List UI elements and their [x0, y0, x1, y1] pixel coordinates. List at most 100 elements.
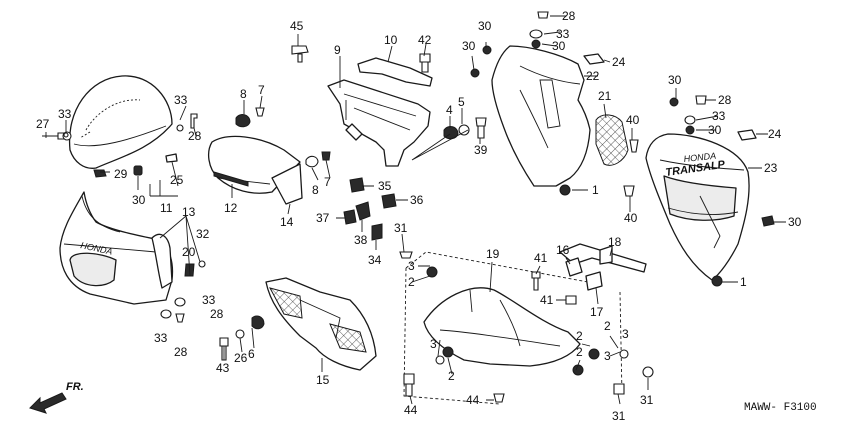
- label-10: 10: [384, 33, 398, 47]
- collar-3-right: [619, 349, 629, 359]
- clip-35: [349, 177, 365, 193]
- label-14: 14: [280, 215, 294, 229]
- label-25: 25: [170, 173, 184, 187]
- label-12: 12: [224, 201, 238, 215]
- label-3-upper: 3: [408, 259, 415, 273]
- screw-44-left: [403, 373, 415, 397]
- label-22: 22: [586, 69, 600, 83]
- label-24-top: 24: [612, 55, 626, 69]
- label-21: 21: [598, 89, 612, 103]
- label-33-screen-top: 33: [174, 93, 188, 107]
- screw-7b: [321, 151, 331, 161]
- label-1-mid: 1: [592, 183, 599, 197]
- cowl-washer-33-lower: [160, 309, 172, 319]
- screw-31b: [613, 383, 625, 395]
- clip-16: [565, 257, 583, 277]
- label-31-lower: 31: [612, 409, 626, 423]
- pad-24-right: [737, 129, 757, 141]
- label-8-mid: 8: [312, 183, 319, 197]
- label-16: 16: [556, 243, 570, 257]
- label-40-lower: 40: [624, 211, 638, 225]
- grommet-33-left: [63, 132, 69, 138]
- leader-lines: [45, 15, 786, 405]
- label-3-lower: 3: [430, 337, 437, 351]
- label-7-mid: 7: [324, 175, 331, 189]
- label-39: 39: [474, 143, 488, 157]
- label-26: 26: [234, 351, 248, 365]
- under-cowl-19: [423, 287, 581, 367]
- label-19: 19: [486, 247, 500, 261]
- grommet-30-right1: [669, 97, 679, 107]
- label-40-upper: 40: [626, 113, 640, 127]
- screen-nut-29: [93, 169, 107, 178]
- label-3-right-a: 3: [604, 349, 611, 363]
- label-24-right: 24: [768, 127, 782, 141]
- washer-33-top: [529, 29, 543, 39]
- screw-28-right: [695, 95, 707, 105]
- washer-31-right: [642, 366, 654, 378]
- label-43: 43: [216, 361, 230, 375]
- label-5: 5: [458, 95, 465, 109]
- label-30-screen: 30: [132, 193, 146, 207]
- label-3-right-b: 3: [622, 327, 629, 341]
- label-6: 6: [248, 347, 255, 361]
- label-20: 20: [182, 245, 196, 259]
- dashed-group-outline: [403, 251, 623, 405]
- label-9: 9: [334, 43, 341, 57]
- grommet-1-side: [711, 275, 723, 287]
- bolt-45: [291, 45, 309, 63]
- cowl-right-piece: [151, 233, 173, 289]
- grommet-1-mid: [559, 184, 571, 196]
- label-2-lower: 2: [448, 369, 455, 383]
- label-33-cowl-lower: 33: [154, 331, 168, 345]
- grommet-8a: [235, 114, 251, 128]
- screw-41b: [565, 295, 577, 305]
- collar-26: [235, 329, 245, 339]
- screw-40a: [629, 139, 639, 153]
- grommet-2-right: [572, 364, 584, 376]
- label-44-left: 44: [404, 403, 418, 417]
- label-37: 37: [316, 211, 330, 225]
- label-28-screen: 28: [188, 129, 202, 143]
- label-38: 38: [354, 233, 368, 247]
- label-31-upper: 31: [394, 221, 408, 235]
- lower-inner-panel-15: [265, 277, 377, 371]
- side-cowl-23: HONDA TRANSALP: [645, 133, 750, 281]
- cowl-clip-32: [198, 260, 206, 268]
- diagram-code: MAWW- F3100: [744, 402, 817, 414]
- label-30-upper-left: 30: [462, 39, 476, 53]
- label-18: 18: [608, 235, 622, 249]
- front-cowl: HONDA: [59, 191, 174, 305]
- label-2-right-a: 2: [576, 345, 583, 359]
- screw-41a: [531, 271, 541, 291]
- middle-inner-cover-22: [491, 45, 591, 187]
- label-28-top: 28: [562, 9, 576, 23]
- label-2-right-c: 2: [604, 319, 611, 333]
- label-2-upper: 2: [408, 275, 415, 289]
- label-33-screen: 33: [58, 107, 72, 121]
- label-17: 17: [590, 305, 604, 319]
- label-11: 11: [160, 201, 173, 215]
- label-31-lower-right: 31: [640, 393, 654, 407]
- label-28-cowl: 28: [210, 307, 224, 321]
- screen-bolt-28: [190, 113, 198, 129]
- clip-34: [371, 223, 383, 241]
- label-30-top-right: 30: [552, 39, 566, 53]
- screw-7a: [255, 107, 265, 117]
- bracket-18: [559, 243, 647, 273]
- grommet-2-upper: [426, 266, 438, 278]
- label-4: 4: [446, 103, 453, 117]
- grommet-17: [585, 271, 603, 291]
- grommet-6: [251, 315, 265, 330]
- label-7-top: 7: [258, 83, 265, 97]
- front-arrow-label: FR.: [66, 381, 84, 393]
- washer-33-right: [684, 115, 696, 125]
- collar-3-lower: [435, 355, 445, 365]
- label-45: 45: [290, 19, 304, 33]
- label-34: 34: [368, 253, 382, 267]
- cowl-stay-9: [327, 79, 431, 167]
- bolt-42: [419, 53, 431, 73]
- clip-38: [355, 201, 371, 221]
- bolt-39: [475, 117, 487, 139]
